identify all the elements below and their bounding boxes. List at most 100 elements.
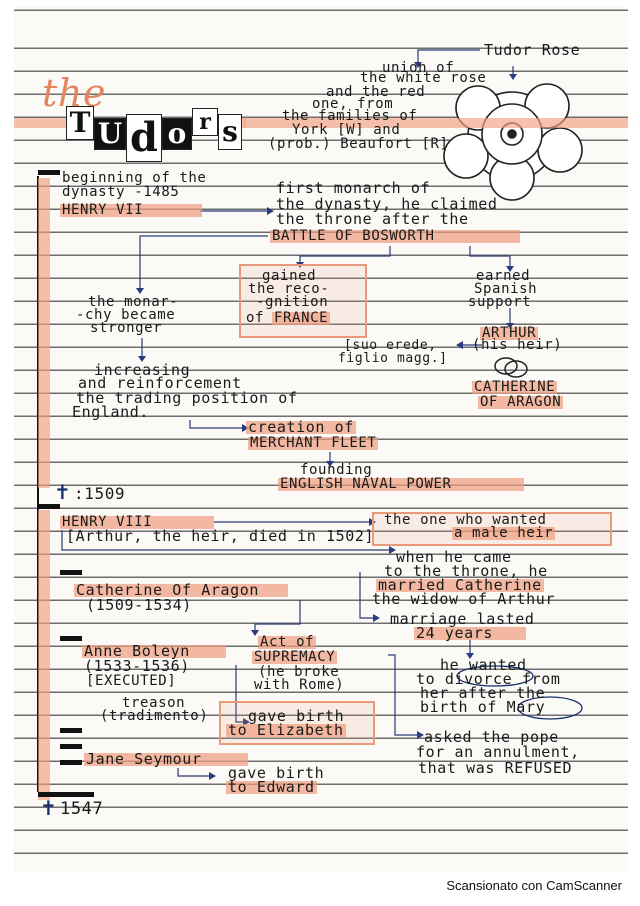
rose-desc: union of <box>382 60 455 76</box>
timeline-tick <box>60 744 82 749</box>
elizabeth-text: gave birth <box>248 707 345 725</box>
rose-desc: (prob.) Beaufort [R] <box>268 136 449 152</box>
first-monarch: first monarch of <box>276 179 431 197</box>
supremacy-text: SUPREMACY <box>252 649 338 665</box>
recognition-text: the reco- <box>248 281 330 297</box>
executed: [EXECUTED] <box>86 673 177 689</box>
creation-text: creation of <box>246 418 356 436</box>
title-underline-right <box>244 118 628 128</box>
arthur-name: ARTHUR <box>480 325 539 341</box>
title-letter: r <box>192 108 218 136</box>
title-letter: T <box>66 106 94 140</box>
suo-erede: figlio magg.] <box>338 351 448 366</box>
timeline-tick <box>60 570 82 575</box>
cross-icon: ✝ <box>54 480 71 504</box>
divorce-text: to divorce from <box>416 670 561 688</box>
beginning-text: beginning of the <box>62 170 207 186</box>
pope-text: that was REFUSED <box>418 759 573 777</box>
marriage-years: 24 years <box>414 626 526 641</box>
pope-text: for an annulment, <box>416 743 580 761</box>
came-text: when he came <box>396 548 512 566</box>
france-text: FRANCE <box>272 310 331 326</box>
founding-text: founding <box>300 462 373 478</box>
spanish-text: earned <box>476 268 531 284</box>
timeline-tick <box>38 170 60 175</box>
henry-viii-name: HENRY VIII <box>60 515 214 529</box>
recognition-box <box>239 264 367 338</box>
anne-boleyn: Anne Boleyn <box>82 644 226 659</box>
increasing-text: England. <box>72 403 150 421</box>
male-heir-text: a male heir <box>452 525 556 541</box>
spanish-text: Spanish <box>474 281 538 297</box>
timeline-tick <box>60 760 82 765</box>
increasing-text: the trading position of <box>76 389 298 407</box>
timeline-tick <box>60 728 82 733</box>
beginning-text: dynasty -1485 <box>62 184 180 200</box>
suo-erede: [suo erede, <box>344 338 437 353</box>
bosworth: BATTLE OF BOSWORTH <box>270 229 520 243</box>
title-the: the <box>42 71 107 115</box>
rose-desc: York [W] and <box>292 122 401 138</box>
rose-desc: the white rose <box>360 70 487 86</box>
henry-vii-name: HENRY VII <box>60 203 202 217</box>
recognition-text: gained <box>262 268 317 284</box>
scanner-footer: Scansionato con CamScanner <box>446 878 622 893</box>
timeline-tick <box>60 636 82 641</box>
recognition-text: of <box>246 310 265 326</box>
divorce-text: he wanted <box>440 656 527 674</box>
treason-text: (tradimento) <box>100 708 209 724</box>
rose-desc: the families of <box>282 108 418 124</box>
came-text: married Catherine <box>376 576 544 594</box>
treason-text: treason <box>122 695 186 711</box>
supremacy-text: with Rome) <box>254 677 345 693</box>
timeline-highlight-1 <box>38 178 50 488</box>
elizabeth-text: to Elizabeth <box>226 721 346 739</box>
increasing-text: increasing <box>94 361 191 379</box>
title-letter: s <box>218 114 242 150</box>
naval-power: ENGLISH NAVAL POWER <box>278 477 524 491</box>
catherine-aragon: Catherine Of Aragon <box>74 583 288 598</box>
recognition-text: -gnition <box>256 294 329 310</box>
came-text: the widow of Arthur <box>372 590 555 608</box>
anne-dates: (1533-1536) <box>84 657 190 675</box>
jane-seymour: Jane Seymour <box>84 752 248 767</box>
edward-text: gave birth <box>228 764 325 782</box>
catherine-name: CATHERINE <box>472 379 558 395</box>
divorce-text: birth of Mary <box>420 698 546 716</box>
supremacy-text: Act of <box>258 634 317 650</box>
his-heir: (his heir) <box>472 337 563 353</box>
rose-label: Tudor Rose <box>484 41 581 59</box>
first-monarch: the dynasty, he claimed <box>276 195 498 213</box>
timeline-tick <box>38 504 60 509</box>
rose-desc: and the red <box>326 84 426 100</box>
came-text: to the throne, he <box>384 562 548 580</box>
edward-text: to Edward <box>226 778 317 796</box>
elizabeth-box <box>219 701 375 745</box>
increasing-text: and reinforcement <box>78 374 242 392</box>
catherine-dates: (1509-1534) <box>86 596 192 614</box>
pope-text: asked the pope <box>424 728 559 746</box>
supremacy-text: (he broke <box>258 664 340 680</box>
monarchy-text: -chy became <box>76 307 176 323</box>
spanish-text: support <box>468 294 532 310</box>
arthur-note: [Arthur, the heir, died in 1502] <box>66 527 375 545</box>
timeline-tick <box>38 792 94 797</box>
title-letter: U <box>94 118 126 150</box>
monarchy-text: the monar- <box>88 294 179 310</box>
monarchy-text: stronger <box>90 320 163 336</box>
first-monarch: the throne after the <box>276 210 469 228</box>
title-letter: d <box>126 114 162 162</box>
henry-viii-death: 1547 <box>60 799 104 819</box>
merchant-fleet: MERCHANT FLEET <box>248 435 379 451</box>
marriage-text: marriage lasted <box>390 610 535 628</box>
male-heir-text: the one who wanted <box>384 512 547 528</box>
catherine-name: OF ARAGON <box>478 394 564 410</box>
title-tudors: T U d o r s <box>66 100 246 162</box>
rose-desc: one, from <box>312 96 394 112</box>
cross-icon: ✝ <box>40 796 57 820</box>
title-letter: o <box>162 118 192 150</box>
divorce-text: her after the <box>420 684 546 702</box>
henry-vii-death: :1509 <box>74 484 126 503</box>
timeline-highlight-2 <box>38 510 50 800</box>
tudor-rose-drawing <box>443 83 583 201</box>
